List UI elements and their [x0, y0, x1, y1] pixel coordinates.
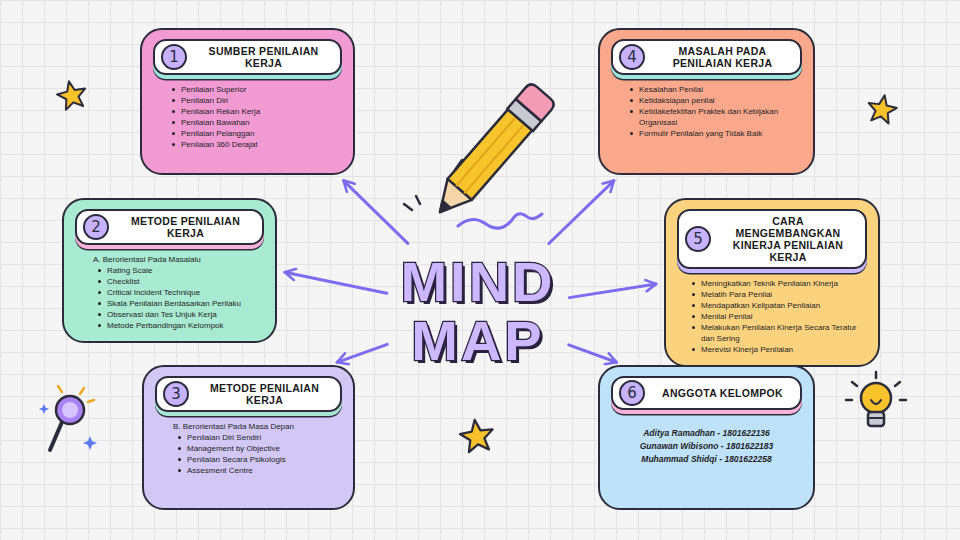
central-title: MIND MAP	[400, 253, 555, 371]
number-circle: 5	[685, 226, 711, 252]
list-item: Metode Perbandingan Kelompok	[107, 320, 258, 331]
heading-tab: 3 METODE PENILAIAN KERJA	[155, 376, 342, 412]
heading-tab: 6 ANGGOTA KELOMPOK	[611, 376, 802, 410]
squiggle	[458, 214, 542, 228]
list-item: Penilaian Diri Sendiri	[187, 432, 336, 443]
member-name: Gunawan Wibisono - 1801622183	[611, 440, 802, 453]
list-item: Penilaian 360 Derajat	[181, 139, 336, 150]
topic-box: 2 METODE PENILAIAN KERJA A. Berorientasi P…	[62, 198, 277, 343]
list-item: Mendapatkan Kelipatan Penilaian	[701, 300, 861, 311]
list-item: Critical Incident Technique	[107, 287, 258, 298]
list-item: Melatih Para Penilai	[701, 289, 861, 300]
connector-arrow	[549, 181, 614, 244]
connector-arrow	[285, 272, 387, 293]
number-circle: 3	[163, 381, 189, 407]
callout-number: 6	[627, 386, 637, 401]
list-item: Menilai Penilai	[701, 311, 861, 322]
number-circle: 6	[619, 380, 645, 406]
box-title: ANGGOTA KELOMPOK	[662, 387, 783, 399]
list-item: B. Berorientasi Pada Masa Depan	[173, 421, 336, 432]
topic-box: 5 CARA MENGEMBANGKAN KINERJA PENILAIAN KE…	[664, 198, 880, 367]
list-item: Assesment Centre	[187, 465, 336, 476]
list-item: Penilaian Diri	[181, 95, 336, 106]
list-item: Ketidaksiapan penilai	[639, 95, 796, 106]
list-item: Ketidakefektifan Praktek dan Kebijakan O…	[639, 106, 796, 128]
connector-arrow	[337, 344, 387, 362]
member-name: Aditya Ramadhan - 1801622136	[611, 427, 802, 440]
bullet-list: B. Berorientasi Pada Masa DepanPenilaian…	[155, 421, 342, 476]
bullet-list: Kesalahan PenilaiKetidaksiapan penilaiKe…	[611, 84, 802, 139]
callout-number: 5	[693, 232, 703, 247]
list-item: Kesalahan Penilai	[639, 84, 796, 95]
box-title: CARA MENGEMBANGKAN KINERJA PENILAIAN KER…	[719, 215, 857, 263]
connector-arrow	[569, 284, 656, 298]
member-name: Muhammad Shidqi - 1801622258	[611, 453, 802, 466]
list-item: Management by Objective	[187, 443, 336, 454]
topic-box: 6 ANGGOTA KELOMPOK Aditya Ramadhan - 18016…	[598, 365, 815, 510]
box-title: METODE PENILAIAN KERJA	[117, 215, 254, 239]
heading-tab: 5 CARA MENGEMBANGKAN KINERJA PENILAIAN KE…	[677, 209, 867, 269]
motion-marks	[404, 160, 462, 210]
callout-number: 1	[169, 50, 179, 65]
heading-tab: 2 METODE PENILAIAN KERJA	[75, 209, 264, 245]
list-item: Skala Penilaian Berdasarkan Perilaku	[107, 298, 258, 309]
bullet-list: A. Berorientasi Pada MasalaluRating Scal…	[75, 254, 264, 331]
callout-number: 2	[91, 220, 101, 235]
heading-tab: 1 SUMBER PENILAIAN KERJA	[153, 39, 342, 75]
bullet-list: Penilaian SuperiorPenilaian DiriPenilaia…	[153, 84, 342, 150]
list-item: Rating Scale	[107, 265, 258, 276]
bullet-list: Meningkatkan Teknik Penilaian KinerjaMel…	[677, 278, 867, 355]
list-item: Merevisi Kinerja Penilaian	[701, 344, 861, 355]
topic-box: 3 METODE PENILAIAN KERJA B. Berorientasi P…	[142, 365, 355, 510]
list-item: Meningkatkan Teknik Penilaian Kinerja	[701, 278, 861, 289]
number-circle: 4	[619, 44, 645, 70]
lightbulb-icon	[846, 372, 906, 426]
central-topic: MIND MAP	[400, 253, 555, 371]
list-item: A. Berorientasi Pada Masalalu	[93, 254, 258, 265]
box-title: SUMBER PENILAIAN KERJA	[195, 45, 332, 69]
list-item: Checklist	[107, 276, 258, 287]
list-item: Penilaian Bawahan	[181, 117, 336, 128]
number-circle: 2	[83, 214, 109, 240]
topic-box: 1 SUMBER PENILAIAN KERJA Penilaian Superio…	[140, 28, 355, 175]
box-title: METODE PENILAIAN KERJA	[197, 382, 332, 406]
magnifier-icon	[39, 386, 97, 450]
list-item: Penilaian Rekan Kerja	[181, 106, 336, 117]
callout-number: 4	[627, 50, 637, 65]
connector-arrow	[344, 181, 408, 244]
heading-tab: 4 MASALAH PADA PENILAIAN KERJA	[611, 39, 802, 75]
topic-box: 4 MASALAH PADA PENILAIAN KERJA Kesalahan P…	[598, 28, 815, 175]
list-item: Penilaian Pelanggan	[181, 128, 336, 139]
pencil	[427, 82, 556, 224]
number-circle: 1	[161, 44, 187, 70]
list-item: Penilaian Superior	[181, 84, 336, 95]
box-title: MASALAH PADA PENILAIAN KERJA	[653, 45, 792, 69]
list-item: Melakukan Penilaian Kinerja Secara Terat…	[701, 322, 861, 344]
callout-number: 3	[171, 387, 181, 402]
list-item: Penilaian Secara Psikologis	[187, 454, 336, 465]
list-item: Observasi dan Tes Unjuk Kerja	[107, 309, 258, 320]
connector-arrow	[569, 345, 617, 362]
list-item: Formulir Penilaian yang Tidak Baik	[639, 128, 796, 139]
bullet-list: Aditya Ramadhan - 1801622136Gunawan Wibi…	[611, 419, 802, 465]
